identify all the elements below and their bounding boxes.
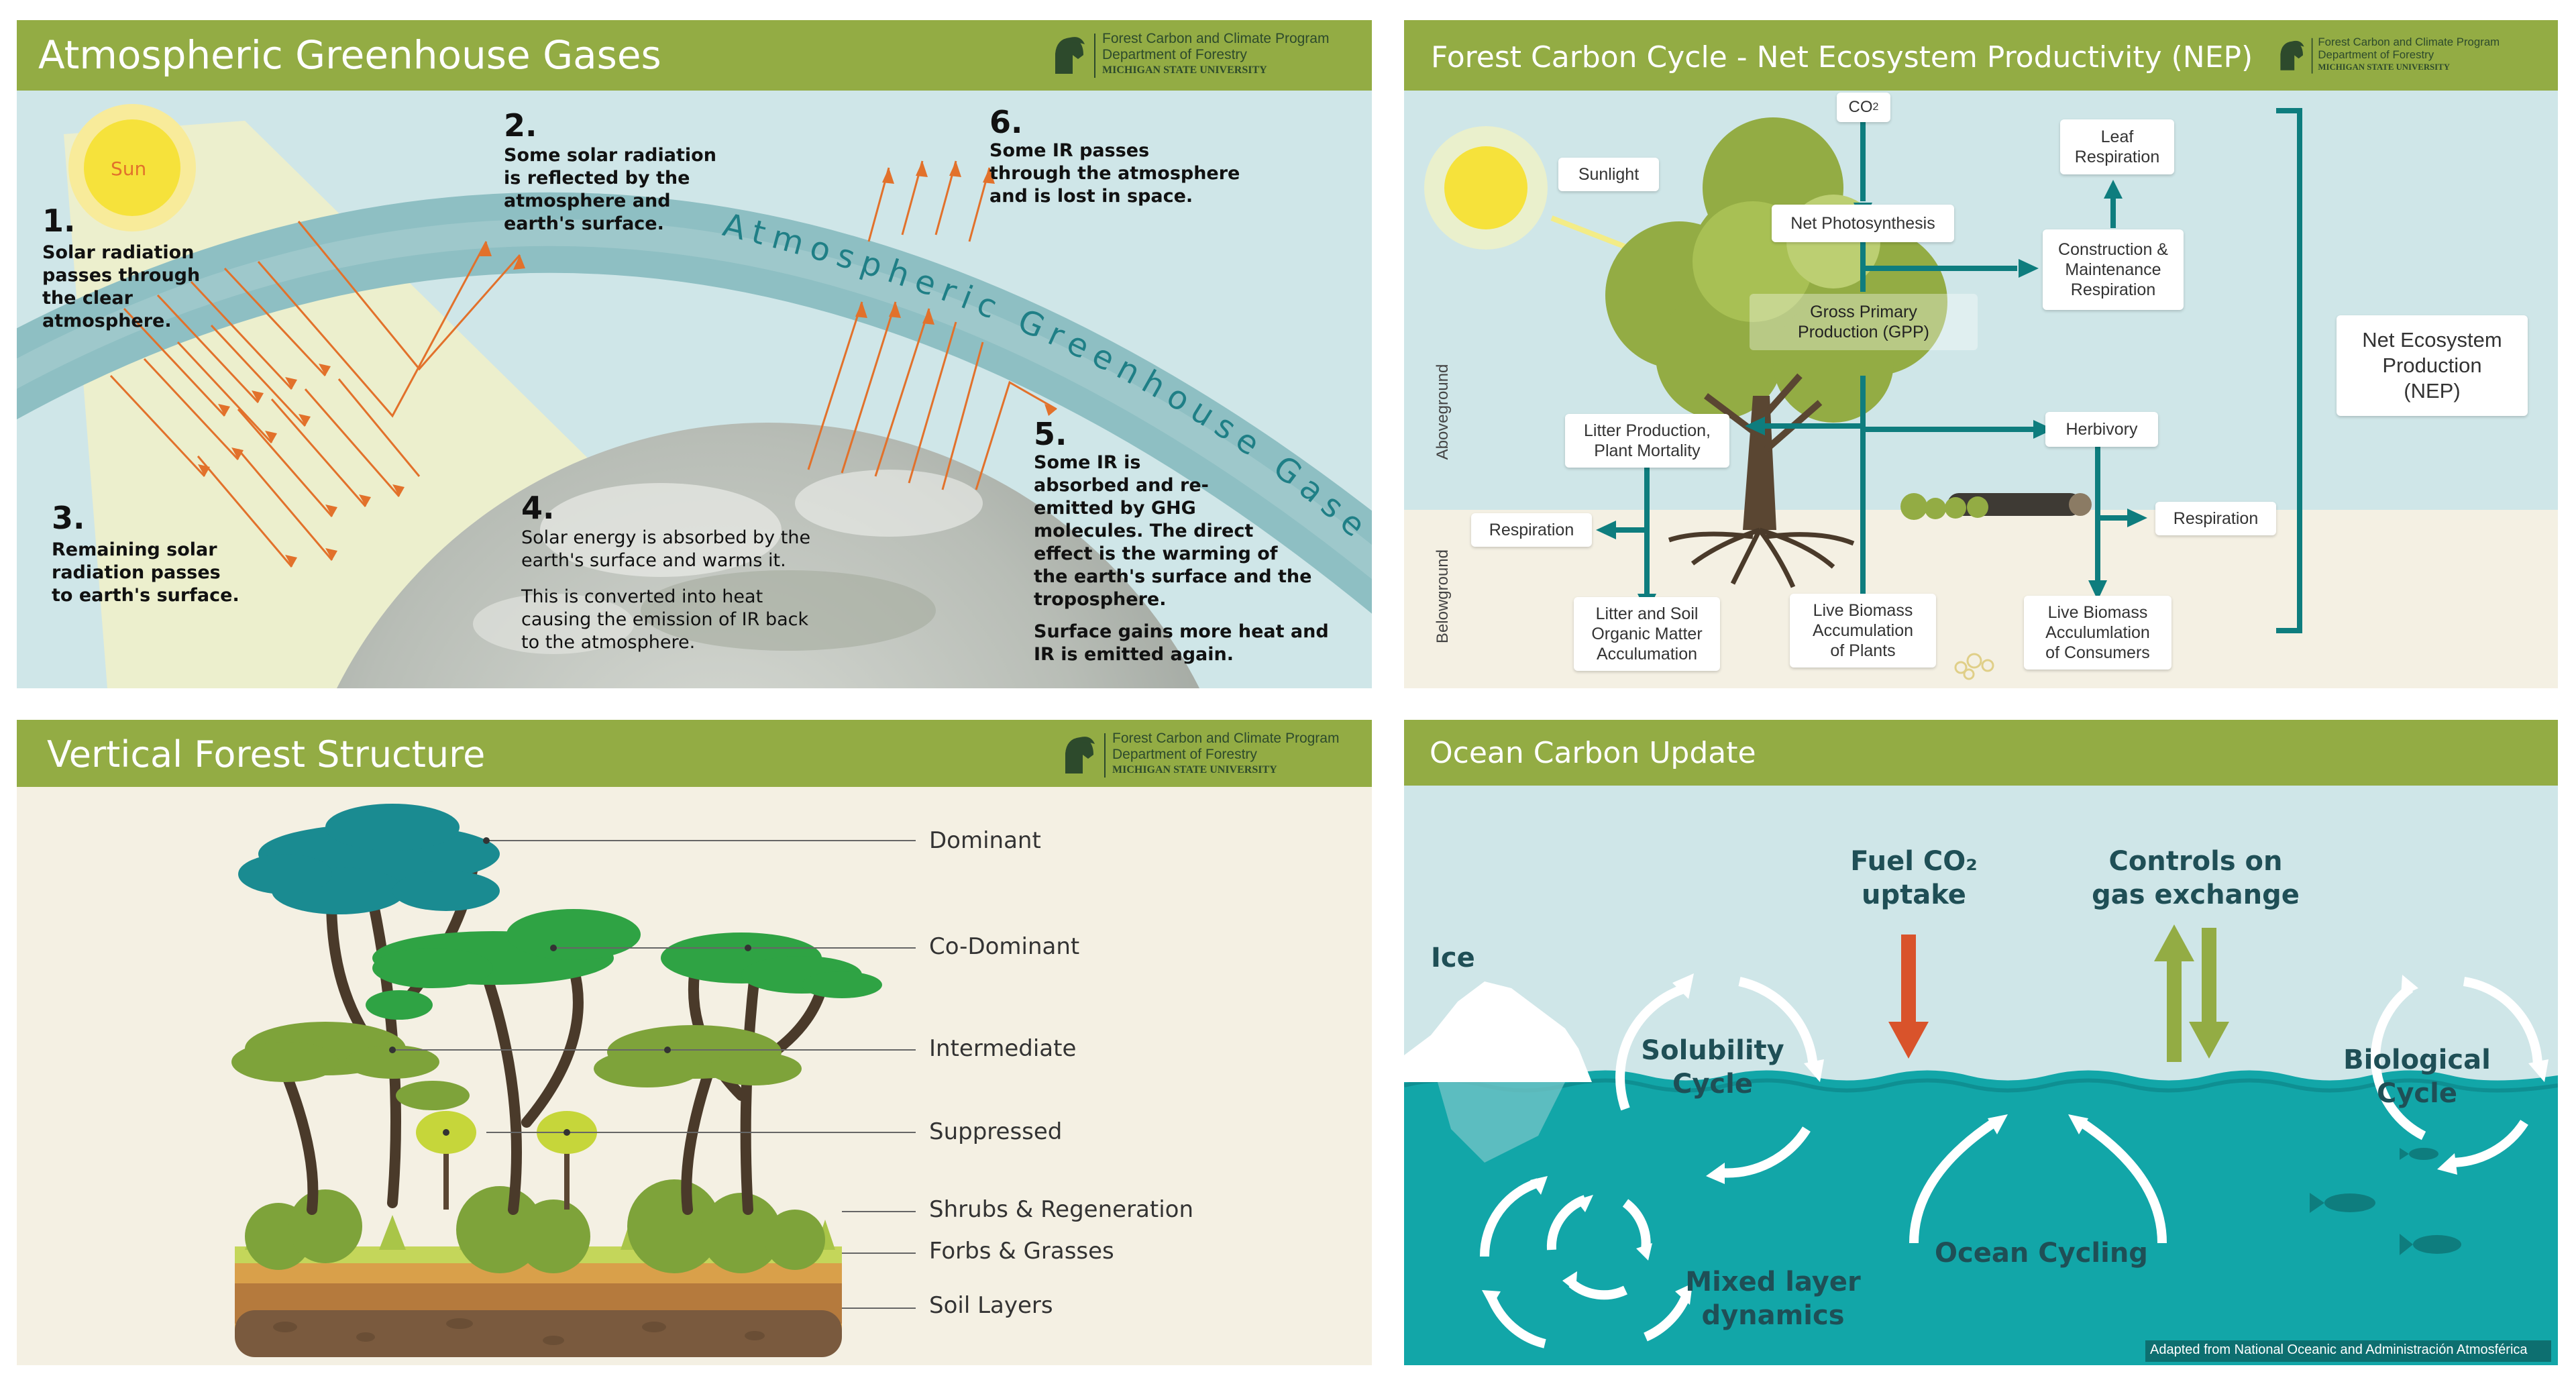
panel3-title: Vertical Forest Structure bbox=[47, 733, 486, 776]
panel2-title: Forest Carbon Cycle - Net Ecosystem Prod… bbox=[1431, 40, 2253, 74]
step4-text: Solar energy is absorbed by the earth's … bbox=[521, 527, 811, 571]
panel4-header: Ocean Carbon Update bbox=[1404, 720, 2558, 786]
spartan-helmet-icon bbox=[2280, 40, 2304, 70]
net-photosynthesis-box: Net Photosynthesis bbox=[1772, 205, 1954, 242]
step2-text: Some solar radiation is reflected by the… bbox=[504, 145, 716, 234]
biological-label: Biological Cycle bbox=[2343, 1045, 2491, 1109]
gpp-box: Gross Primary Production (GPP) bbox=[1750, 294, 1978, 350]
herbivory-box: Herbivory bbox=[2045, 412, 2158, 447]
spartan-helmet-icon bbox=[1055, 37, 1085, 74]
live-consumers-box: Live Biomass Acculumlation of Consumers bbox=[2024, 596, 2171, 670]
logo2-line2: Department of Forestry bbox=[2318, 48, 2434, 62]
ice-label: Ice bbox=[1431, 943, 1475, 973]
logo3-line3: MICHIGAN STATE UNIVERSITY bbox=[1112, 764, 1277, 776]
sunlight-label: Sunlight bbox=[1558, 158, 1659, 191]
step3-text: Remaining solar radiation passes to eart… bbox=[52, 539, 239, 606]
step1-number: 1. bbox=[42, 203, 76, 239]
panel1-title: Atmospheric Greenhouse Gases bbox=[38, 32, 661, 78]
nep-box: Net Ecosystem Production (NEP) bbox=[2337, 315, 2528, 416]
step4-number: 4. bbox=[521, 490, 555, 526]
step5-text: Some IR is absorbed and re- emitted by G… bbox=[1034, 452, 1312, 610]
logo-line1: Forest Carbon and Climate Program bbox=[1102, 31, 1330, 46]
belowground-label: Belowground bbox=[1434, 549, 1452, 644]
greenhouse-illustration bbox=[17, 104, 1372, 688]
panel-ocean-carbon-update: Ocean Carbon Update Ice Fuel CO₂ uptake … bbox=[1404, 720, 2558, 1365]
step6-number: 6. bbox=[989, 104, 1023, 140]
respiration-left-box: Respiration bbox=[1471, 513, 1592, 547]
construction-respiration-box: Construction & Maintenance Respiration bbox=[2043, 229, 2184, 310]
step5-text2: Surface gains more heat and IR is emitte… bbox=[1034, 621, 1329, 665]
ocean-illustration bbox=[1404, 924, 2558, 1365]
panel-vertical-forest-structure: Vertical Forest Structure Forest Carbon … bbox=[17, 720, 1372, 1365]
step3-number: 3. bbox=[52, 500, 85, 536]
litter-soil-box: Litter and Soil Organic Matter Acculumat… bbox=[1574, 597, 1720, 671]
spartan-helmet-icon bbox=[1065, 737, 1095, 774]
step5-number: 5. bbox=[1034, 416, 1067, 452]
panel1-header: Atmospheric Greenhouse Gases Forest Carb… bbox=[17, 20, 1372, 91]
panel-forest-carbon-cycle: Forest Carbon Cycle - Net Ecosystem Prod… bbox=[1404, 20, 2558, 688]
label-suppressed: Suppressed bbox=[929, 1118, 1063, 1145]
step2-number: 2. bbox=[504, 107, 537, 144]
logo2-line1: Forest Carbon and Climate Program bbox=[2318, 36, 2500, 48]
respiration-right-box: Respiration bbox=[2155, 502, 2276, 535]
logo-line2: Department of Forestry bbox=[1102, 47, 1247, 62]
fuel-co2-label: Fuel CO₂ uptake bbox=[1850, 846, 1978, 910]
label-shrubs: Shrubs & Regeneration bbox=[929, 1196, 1194, 1223]
panel4-title: Ocean Carbon Update bbox=[1430, 736, 1756, 770]
ocean-cycling-label: Ocean Cycling bbox=[1935, 1238, 2148, 1269]
panel2-header: Forest Carbon Cycle - Net Ecosystem Prod… bbox=[1404, 20, 2558, 91]
aboveground-label: Aboveground bbox=[1434, 364, 1452, 460]
solubility-label: Solubility Cycle bbox=[1641, 1035, 1784, 1100]
sun-label: Sun bbox=[111, 158, 147, 180]
logo3-line2: Department of Forestry bbox=[1112, 747, 1257, 762]
controls-label: Controls on gas exchange bbox=[2092, 846, 2300, 910]
label-soil: Soil Layers bbox=[929, 1292, 1053, 1319]
panel-atmospheric-greenhouse-gases: Atmospheric Greenhouse Gases Forest Carb… bbox=[17, 20, 1372, 688]
panel3-header: Vertical Forest Structure Forest Carbon … bbox=[17, 720, 1372, 787]
msu-logo-2: Forest Carbon and Climate Program Depart… bbox=[2276, 35, 2534, 78]
forest-structure-illustration bbox=[231, 804, 916, 1357]
leaf-respiration-box: Leaf Respiration bbox=[2060, 119, 2174, 174]
step1-text: Solar radiation passes through the clear… bbox=[42, 242, 201, 331]
credit-text: Adapted from National Oceanic and Admini… bbox=[2150, 1342, 2528, 1357]
mixed-layer-label: Mixed layer dynamics bbox=[1685, 1267, 1861, 1331]
logo2-line3: MICHIGAN STATE UNIVERSITY bbox=[2318, 62, 2450, 72]
label-intermediate: Intermediate bbox=[929, 1035, 1077, 1062]
step6-text: Some IR passes through the atmosphere an… bbox=[989, 140, 1240, 207]
litter-production-box: Litter Production, Plant Mortality bbox=[1565, 414, 1729, 468]
logo-line3: MICHIGAN STATE UNIVERSITY bbox=[1102, 64, 1267, 76]
msu-logo: Forest Carbon and Climate Program Depart… bbox=[1050, 30, 1372, 83]
live-plants-box: Live Biomass Accumulation of Plants bbox=[1790, 594, 1936, 668]
label-co-dominant: Co-Dominant bbox=[929, 933, 1080, 960]
label-dominant: Dominant bbox=[929, 827, 1041, 854]
logo3-line1: Forest Carbon and Climate Program bbox=[1112, 731, 1340, 746]
step4-text2: This is converted into heat causing the … bbox=[521, 586, 809, 653]
msu-logo-3: Forest Carbon and Climate Program Depart… bbox=[1060, 729, 1372, 783]
label-forbs: Forbs & Grasses bbox=[929, 1238, 1114, 1265]
